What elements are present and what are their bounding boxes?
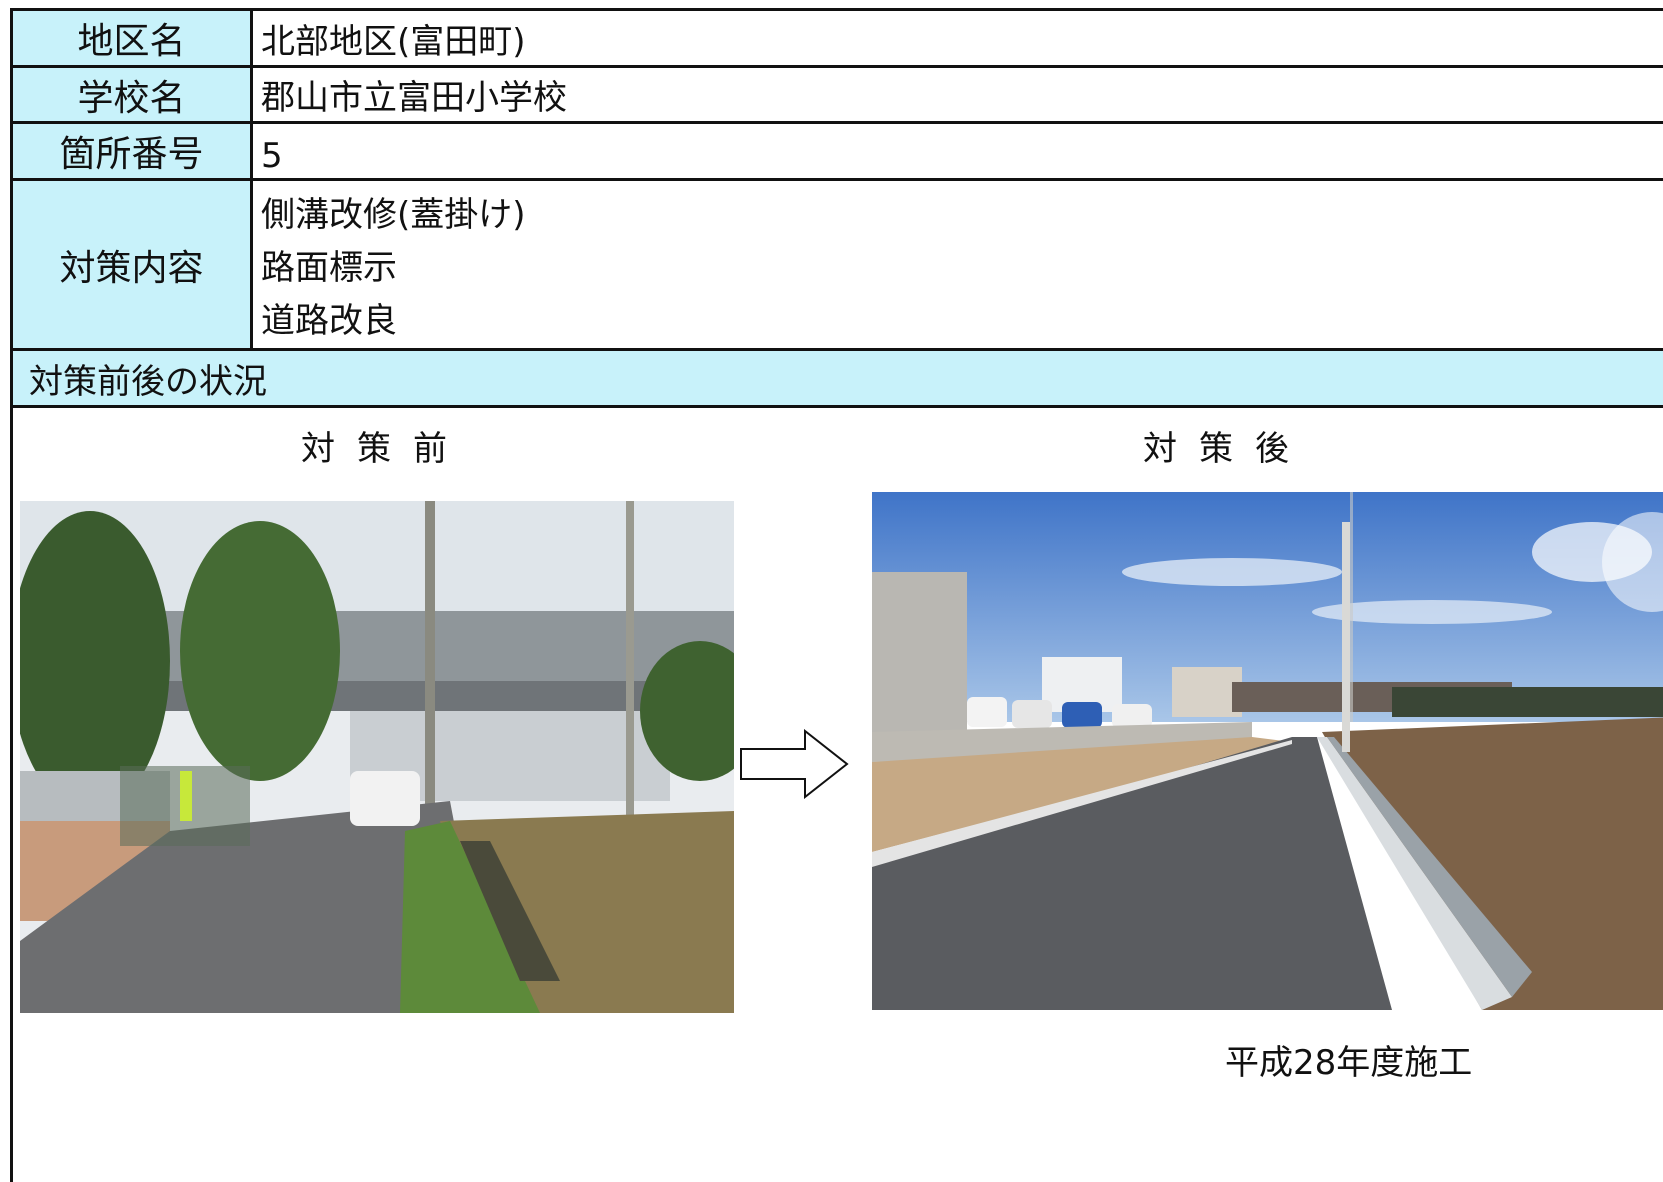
- after-photo: [872, 492, 1663, 1010]
- before-caption: 対策前: [301, 429, 469, 469]
- measures-label: 対策内容: [13, 181, 253, 348]
- measure-item: 路面標示: [261, 248, 397, 288]
- school-label: 学校名: [13, 68, 253, 121]
- after-caption: 対策後: [1143, 429, 1311, 469]
- before-photo: [20, 501, 734, 1013]
- school-value: 郡山市立富田小学校: [261, 78, 567, 118]
- row-district: 地区名 北部地区(富田町): [13, 11, 1663, 68]
- measure-item: 側溝改修(蓋掛け): [261, 195, 526, 235]
- row-location-no: 箇所番号 5: [13, 124, 1663, 181]
- location-no-value: 5: [261, 136, 283, 176]
- district-label: 地区名: [13, 11, 253, 65]
- sheet: 地区名 北部地区(富田町) 学校名 郡山市立富田小学校 箇所番号 5 対策内容 …: [10, 8, 1663, 1182]
- measures-list: 側溝改修(蓋掛け) 路面標示 道路改良: [261, 181, 1663, 348]
- right-arrow-icon: [739, 728, 851, 800]
- row-measures: 対策内容 側溝改修(蓋掛け) 路面標示 道路改良: [13, 181, 1663, 351]
- location-no-label: 箇所番号: [13, 124, 253, 178]
- measure-item: 道路改良: [261, 301, 397, 341]
- construction-note: 平成28年度施工: [1225, 1043, 1473, 1083]
- situation-title: 対策前後の状況: [13, 351, 1663, 408]
- row-school: 学校名 郡山市立富田小学校: [13, 68, 1663, 124]
- district-value: 北部地区(富田町): [261, 21, 526, 62]
